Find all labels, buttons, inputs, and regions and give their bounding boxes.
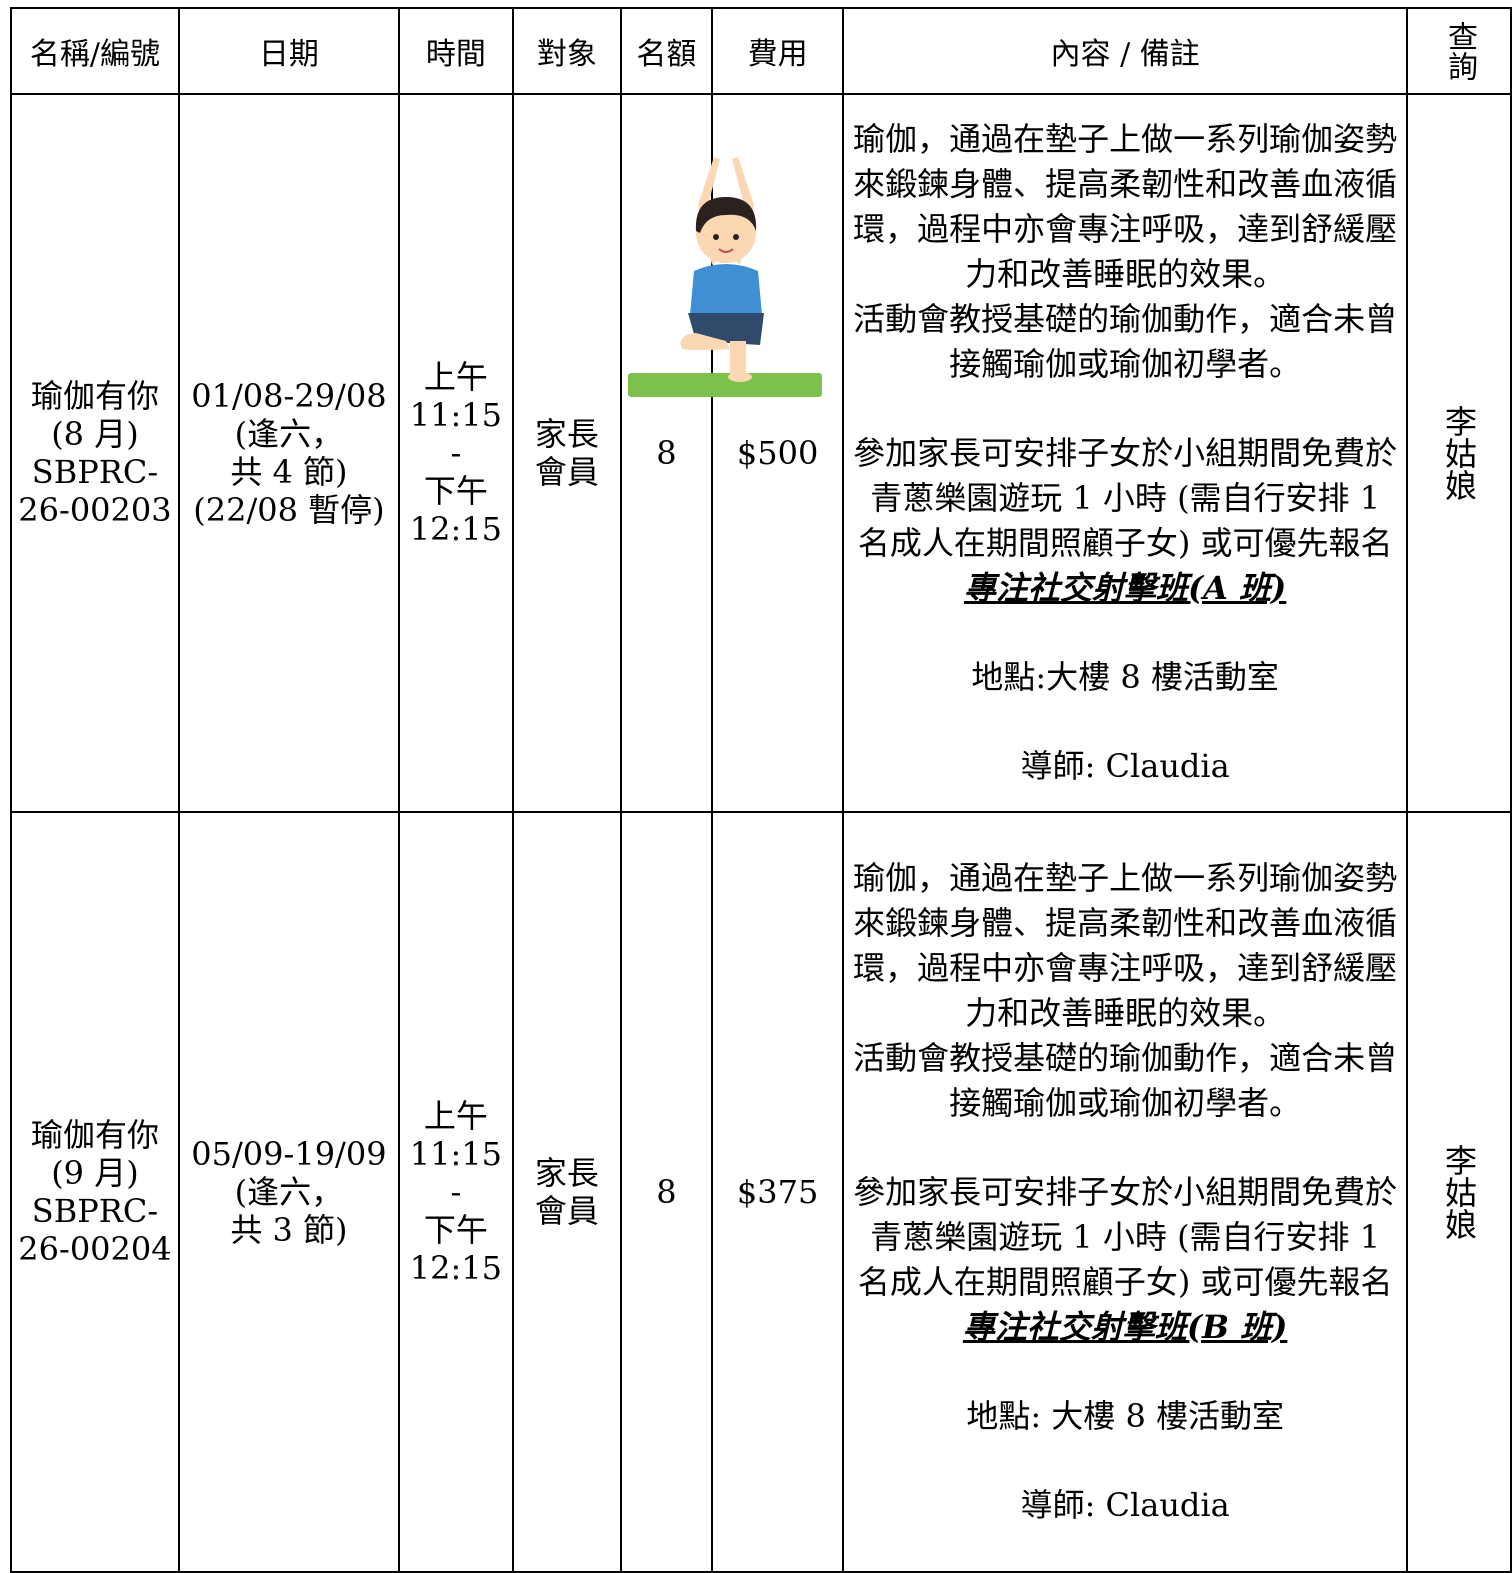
activity-code-number: 26-00204 <box>18 1230 172 1268</box>
target-line1: 家長 <box>534 1154 599 1192</box>
note: 參加家長可安排子女於小組期間免費於青蔥樂園遊玩 1 小時 (需自行安排 1 名成… <box>850 431 1400 611</box>
activity-code: SBPRC- <box>31 453 159 491</box>
header-target: 對象 <box>511 7 622 95</box>
activity-table: 名稱/編號 日期 時間 對象 名額 費用 內容 / 備註 查詢 瑜伽有你 (8 … <box>10 7 1512 1573</box>
cell-contact: 李姑娘 <box>1405 811 1512 1573</box>
header-content: 內容 / 備註 <box>842 7 1408 95</box>
cell-fee: $375 <box>710 811 845 1573</box>
cell-quota: 8 <box>619 811 713 1573</box>
cell-target: 家長 會員 <box>511 93 622 813</box>
note-text: 參加家長可安排子女於小組期間免費於青蔥樂園遊玩 1 小時 (需自行安排 1 名成… <box>853 434 1398 562</box>
cell-content: 瑜伽，通過在墊子上做一系列瑜伽姿勢來鍛鍊身體、提高柔韌性和改善血液循環，過程中亦… <box>842 811 1408 1573</box>
header-quota: 名額 <box>619 7 713 95</box>
cell-name: 瑜伽有你 (9 月) SBPRC- 26-00204 <box>10 811 180 1573</box>
date-suspend: (22/08 暫停) <box>193 491 385 529</box>
time-dash: - <box>450 1173 462 1211</box>
activity-name: 瑜伽有你 <box>30 377 159 415</box>
target-line1: 家長 <box>534 415 599 453</box>
table-row: 瑜伽有你 (8 月) SBPRC- 26-00203 01/08-29/08 (… <box>10 93 1512 813</box>
activity-month: (9 月) <box>51 1154 139 1192</box>
description-2: 活動會教授基礎的瑜伽動作，適合未曾接觸瑜伽或瑜伽初學者。 <box>853 300 1398 383</box>
venue: 地點:大樓 8 樓活動室 <box>971 658 1279 696</box>
cell-name: 瑜伽有你 (8 月) SBPRC- 26-00203 <box>10 93 180 813</box>
tutor: 導師: Claudia <box>1020 1486 1230 1524</box>
description-2: 活動會教授基礎的瑜伽動作，適合未曾接觸瑜伽或瑜伽初學者。 <box>853 1039 1398 1122</box>
target-line2: 會員 <box>534 453 599 491</box>
header-row: 名稱/編號 日期 時間 對象 名額 費用 內容 / 備註 查詢 <box>10 7 1512 95</box>
cell-content: 瑜伽，通過在墊子上做一系列瑜伽姿勢來鍛鍊身體、提高柔韌性和改善血液循環，過程中亦… <box>842 93 1408 813</box>
header-time: 時間 <box>397 7 514 95</box>
yoga-pose-illustration <box>627 157 822 397</box>
header-date: 日期 <box>177 7 400 95</box>
header-name: 名稱/編號 <box>10 7 180 95</box>
activity-month: (8 月) <box>51 415 139 453</box>
date-range: 05/09-19/09 <box>191 1135 387 1173</box>
cell-date: 05/09-19/09 (逢六， 共 3 節) <box>177 811 400 1573</box>
time-start: 11:15 <box>409 396 503 434</box>
date-range: 01/08-29/08 <box>191 377 387 415</box>
contact-person: 李姑娘 <box>1439 405 1478 501</box>
cell-time: 上午 11:15 - 下午 12:15 <box>397 811 514 1573</box>
date-sessions: 共 4 節) <box>230 453 348 491</box>
description: 瑜伽，通過在墊子上做一系列瑜伽姿勢來鍛鍊身體、提高柔韌性和改善血液循環，過程中亦… <box>853 859 1398 1032</box>
shooting-class-link[interactable]: 專注社交射擊班(B 班) <box>962 1308 1288 1346</box>
venue: 地點: 大樓 8 樓活動室 <box>966 1397 1284 1435</box>
description: 瑜伽，通過在墊子上做一系列瑜伽姿勢來鍛鍊身體、提高柔韌性和改善血液循環，過程中亦… <box>853 120 1398 293</box>
note-text: 參加家長可安排子女於小組期間免費於青蔥樂園遊玩 1 小時 (需自行安排 1 名成… <box>853 1173 1398 1301</box>
activity-code-number: 26-00203 <box>18 491 172 529</box>
activity-name: 瑜伽有你 <box>30 1116 159 1154</box>
time-start: 11:15 <box>409 1135 503 1173</box>
time-start-label: 上午 <box>423 1097 488 1135</box>
time-end: 12:15 <box>409 510 503 548</box>
note: 參加家長可安排子女於小組期間免費於青蔥樂園遊玩 1 小時 (需自行安排 1 名成… <box>850 1170 1400 1350</box>
table-row: 瑜伽有你 (9 月) SBPRC- 26-00204 05/09-19/09 (… <box>10 811 1512 1573</box>
time-end-label: 下午 <box>423 472 488 510</box>
activity-code: SBPRC- <box>31 1192 159 1230</box>
target-line2: 會員 <box>534 1192 599 1230</box>
date-sessions: 共 3 節) <box>230 1211 348 1249</box>
contact-person: 李姑娘 <box>1439 1144 1478 1240</box>
time-start-label: 上午 <box>423 358 488 396</box>
time-dash: - <box>450 434 462 472</box>
cell-target: 家長 會員 <box>511 811 622 1573</box>
header-enquiry: 查詢 <box>1405 7 1512 95</box>
cell-quota: 8 <box>619 93 822 813</box>
yoga-mat <box>627 373 822 397</box>
time-end-label: 下午 <box>423 1211 488 1249</box>
date-note: (逢六， <box>234 1173 344 1211</box>
time-end: 12:15 <box>409 1249 503 1287</box>
tutor: 導師: Claudia <box>1020 747 1230 785</box>
quota-value: 8 <box>656 434 677 472</box>
cell-date: 01/08-29/08 (逢六， 共 4 節) (22/08 暫停) <box>177 93 400 813</box>
date-note: (逢六， <box>234 415 344 453</box>
cell-contact: 李姑娘 <box>1405 93 1512 813</box>
shooting-class-link[interactable]: 專注社交射擊班(A 班) <box>964 569 1287 607</box>
header-fee: 費用 <box>710 7 845 95</box>
cell-time: 上午 11:15 - 下午 12:15 <box>397 93 514 813</box>
